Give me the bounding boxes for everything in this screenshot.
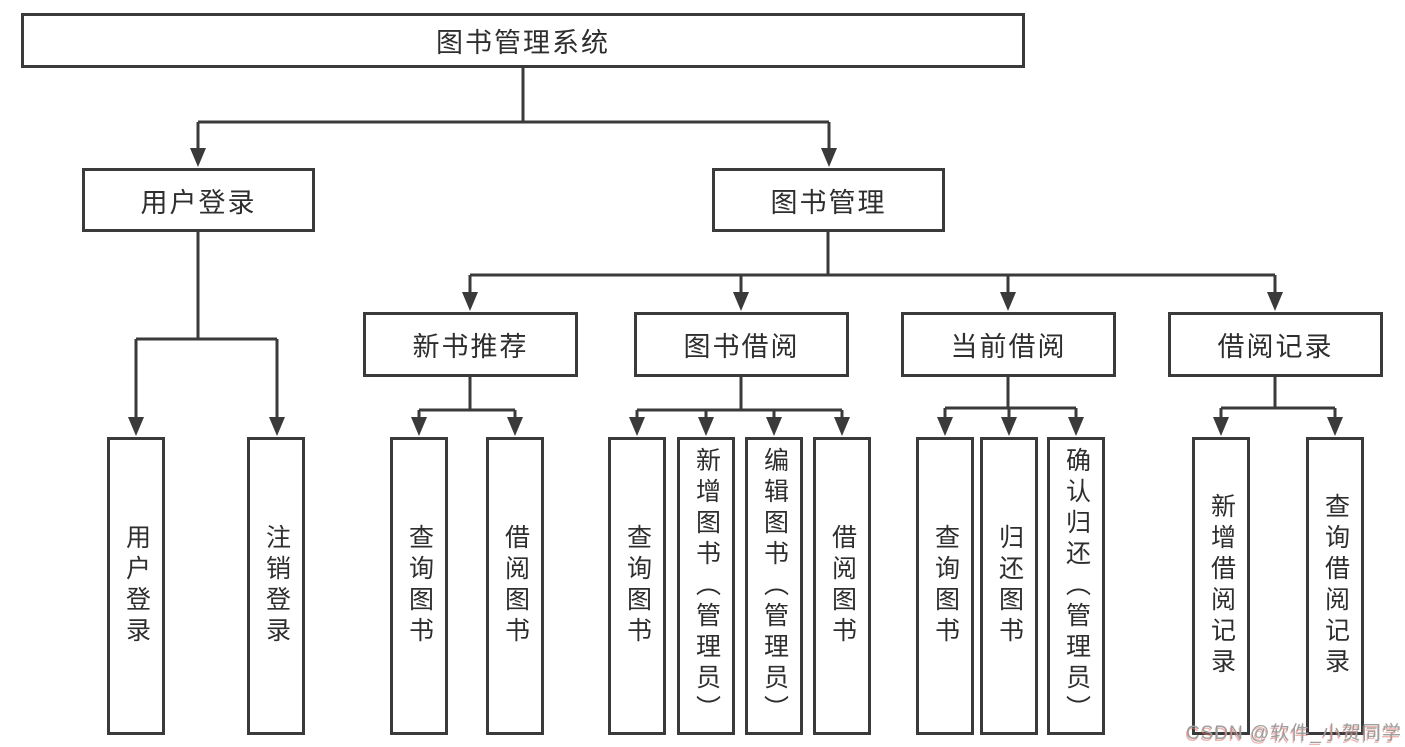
node-label: 查询图书 — [623, 524, 652, 648]
arrowhead-icon — [269, 417, 285, 436]
arrowhead-icon — [766, 417, 782, 436]
leaf-records-query-borrow-record: 查询借阅记录 — [1306, 437, 1364, 735]
node-label: 用户登录 — [140, 187, 257, 218]
arrowhead-icon — [462, 292, 478, 311]
node-label: 新书推荐 — [412, 332, 529, 362]
arrowhead-icon — [1327, 417, 1343, 436]
leaf-current-return-books: 归还图书 — [980, 437, 1038, 735]
node-label: 新增图书（管理员） — [692, 446, 721, 726]
arrowhead-icon — [821, 148, 837, 167]
leaf-user-login: 用户登录 — [107, 437, 165, 735]
node-label: 图书借阅 — [683, 332, 800, 362]
arrowhead-icon — [411, 417, 427, 436]
connector-book-borrow-children — [629, 377, 850, 436]
connector-borrow-records-children — [1213, 377, 1343, 436]
connector-user-login-children — [128, 232, 285, 436]
arrowhead-icon — [190, 148, 206, 167]
node-label: 归还图书 — [995, 524, 1024, 648]
leaf-borrow-edit-books-admin: 编辑图书（管理员） — [745, 437, 803, 735]
leaf-borrow-borrow-books: 借阅图书 — [813, 437, 871, 735]
arrowhead-icon — [1000, 292, 1016, 311]
leaf-borrow-add-books-admin: 新增图书（管理员） — [677, 437, 735, 735]
arrowhead-icon — [698, 417, 714, 436]
node-label: 用户登录 — [122, 524, 151, 648]
connector-root-to-level2 — [190, 68, 837, 167]
node-label: 图书管理 — [770, 187, 887, 218]
node-label: 借阅图书 — [501, 524, 530, 648]
node-label: 当前借阅 — [950, 332, 1067, 362]
node-label: 确认归还（管理员） — [1062, 446, 1091, 726]
arrowhead-icon — [1068, 417, 1084, 436]
leaf-newbooks-borrow-books: 借阅图书 — [486, 437, 544, 735]
connector-new-book-children — [411, 377, 523, 436]
leaf-newbooks-query-books: 查询图书 — [390, 437, 448, 735]
node-user-login: 用户登录 — [82, 168, 315, 232]
arrowhead-icon — [1213, 417, 1229, 436]
node-new-book-recommend: 新书推荐 — [363, 312, 578, 377]
node-label: 注销登录 — [262, 524, 291, 648]
node-label: 查询图书 — [405, 524, 434, 648]
arrowhead-icon — [733, 292, 749, 311]
arrowhead-icon — [937, 417, 953, 436]
node-label: 编辑图书（管理员） — [760, 446, 789, 726]
leaf-borrow-query-books: 查询图书 — [608, 437, 666, 735]
leaf-logout-login: 注销登录 — [247, 437, 305, 735]
node-label: 借阅图书 — [828, 524, 857, 648]
node-book-borrow: 图书借阅 — [634, 312, 849, 377]
arrowhead-icon — [629, 417, 645, 436]
arrowhead-icon — [1267, 292, 1283, 311]
connector-current-borrow-children — [937, 377, 1084, 436]
arrowhead-icon — [128, 417, 144, 436]
node-label: 图书管理系统 — [436, 28, 610, 58]
node-book-management: 图书管理 — [712, 168, 945, 232]
arrowhead-icon — [834, 417, 850, 436]
leaf-current-confirm-return-admin: 确认归还（管理员） — [1047, 437, 1105, 735]
node-label: 查询图书 — [931, 524, 960, 648]
csdn-watermark: CSDN @软件_小贺同学 — [1186, 723, 1402, 744]
node-library-management-system: 图书管理系统 — [21, 13, 1025, 68]
node-label: 新增借阅记录 — [1207, 493, 1236, 679]
leaf-records-add-borrow-record: 新增借阅记录 — [1192, 437, 1250, 735]
node-current-borrow: 当前借阅 — [901, 312, 1116, 377]
node-borrow-records: 借阅记录 — [1168, 312, 1383, 377]
node-label: 借阅记录 — [1217, 332, 1334, 362]
connector-book-management-children — [462, 232, 1283, 311]
arrowhead-icon — [507, 417, 523, 436]
arrowhead-icon — [1001, 417, 1017, 436]
node-label: 查询借阅记录 — [1321, 493, 1350, 679]
leaf-current-query-books: 查询图书 — [916, 437, 974, 735]
